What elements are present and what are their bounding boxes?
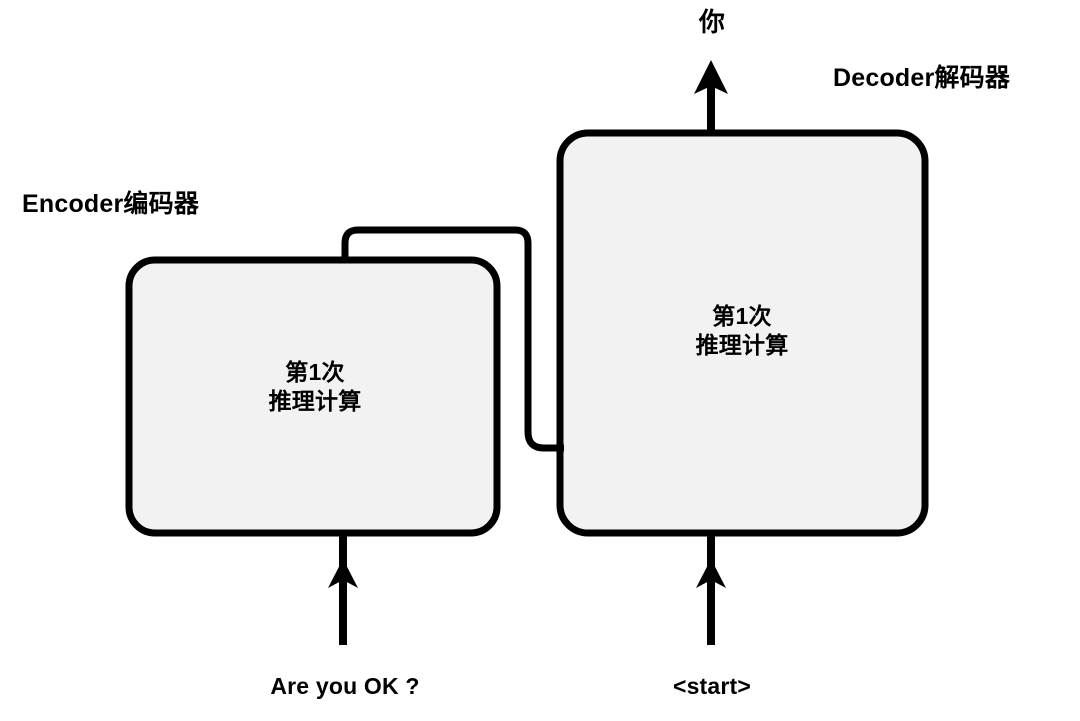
encoder-to-decoder-connector — [341, 226, 564, 452]
decoder-box-label-line1: 第1次 — [712, 303, 772, 329]
encoder-input-label: Are you OK ? — [270, 673, 420, 699]
encoder-section-label: Encoder编码器 — [22, 190, 200, 218]
decoder-output-arrow — [694, 60, 728, 133]
encoder-box-label-line1: 第1次 — [285, 359, 345, 385]
decoder-section-label: Decoder解码器 — [833, 64, 1011, 92]
decoder-output-token: 你 — [698, 7, 726, 37]
decoder-input-label: <start> — [672, 673, 752, 699]
encoder-box — [125, 256, 501, 537]
encoder-box-label: 第1次 推理计算 — [269, 358, 362, 417]
decoder-box — [556, 129, 929, 537]
decoder-input-arrow — [696, 533, 726, 645]
decoder-box-label-line2: 推理计算 — [695, 332, 789, 359]
decoder-box-label: 第1次 推理计算 — [696, 302, 789, 361]
encoder-input-arrow — [328, 533, 358, 645]
encoder-box-label-line2: 推理计算 — [268, 388, 362, 415]
